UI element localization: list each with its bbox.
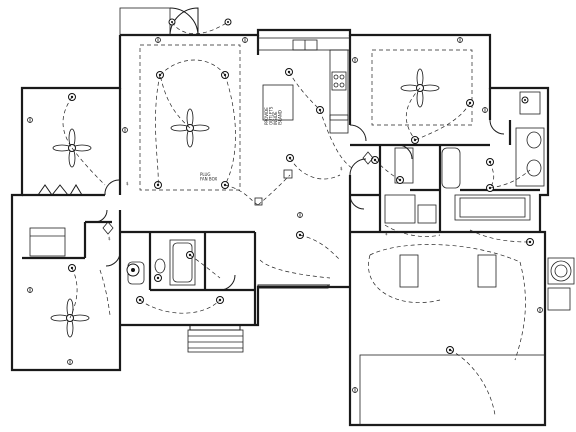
svg-text:$: $ xyxy=(108,236,111,241)
door-bed3 xyxy=(105,251,121,267)
switch-icon: $ xyxy=(126,181,129,186)
switch-icon: $ xyxy=(108,236,111,241)
light-fixtures xyxy=(68,18,534,354)
outlet-icon xyxy=(155,37,161,43)
door-master-bath xyxy=(489,119,505,135)
door-garage xyxy=(349,194,365,210)
master-sink-1 xyxy=(526,131,542,149)
bottom-middle-wall xyxy=(120,285,350,327)
left-closet xyxy=(29,227,66,257)
outlet-icon xyxy=(67,359,73,365)
svg-text:$: $ xyxy=(340,166,343,171)
master-sink-2 xyxy=(526,159,542,177)
light-fixture-icon xyxy=(526,238,534,246)
front-porch xyxy=(119,7,171,36)
garage-door xyxy=(359,354,546,426)
outlet-icon xyxy=(457,37,463,43)
hall-bathtub xyxy=(169,239,196,286)
master-shower xyxy=(394,147,414,184)
wiring-runs xyxy=(62,21,531,416)
outlet-icon xyxy=(297,212,303,218)
master-vanity xyxy=(454,194,531,221)
door-hall-bath xyxy=(219,274,236,291)
kitchen-island xyxy=(262,84,294,121)
outlet-icon xyxy=(482,107,488,113)
range xyxy=(331,71,347,91)
ceiling-fan-icon xyxy=(170,108,210,148)
door-wic xyxy=(397,144,413,160)
smoke-detector-icon xyxy=(102,221,114,235)
ceiling-fan-icon xyxy=(52,128,92,168)
outlet-icon xyxy=(27,287,33,293)
outlet-icon xyxy=(27,117,33,123)
master-toilet-area xyxy=(519,91,541,115)
outlets-and-switches: $ $ $ $ xyxy=(27,37,543,393)
light-fixture-icon xyxy=(154,274,162,282)
junction-box-icon xyxy=(283,169,293,179)
living-tray-ceiling xyxy=(139,44,241,191)
kitchen-island-note: PROVIDEOUTLETSINSIDEISLAND xyxy=(264,106,283,125)
kitchen-counter-right xyxy=(329,49,349,121)
outlet-icon xyxy=(242,37,248,43)
fixtures xyxy=(29,7,575,426)
fridge xyxy=(329,114,349,134)
door-master-2 xyxy=(349,158,367,176)
master-tray-ceiling xyxy=(371,49,473,126)
hall-toilet xyxy=(154,258,166,274)
smoke-detector-icon xyxy=(362,151,374,165)
switch-icon: $ xyxy=(340,166,343,171)
door-master xyxy=(349,124,367,142)
outlet-icon xyxy=(122,127,128,133)
dryer xyxy=(417,204,437,224)
garage-wall xyxy=(348,230,547,427)
outlet-icon xyxy=(537,307,543,313)
door-closet xyxy=(94,209,108,223)
interior-walls xyxy=(22,35,540,325)
light-fixture-icon xyxy=(126,263,140,277)
front-door xyxy=(169,7,199,36)
ac-unit xyxy=(547,257,575,285)
master-tub xyxy=(441,147,461,189)
light-fixture-icon xyxy=(521,96,529,104)
outlet-icon xyxy=(352,57,358,63)
doors xyxy=(37,7,505,331)
light-fixture-icon xyxy=(224,18,232,26)
svg-text:$: $ xyxy=(126,181,129,186)
exterior-walls xyxy=(10,28,550,427)
outlet-icon xyxy=(352,387,358,393)
left-wing-wall xyxy=(10,35,122,372)
switch-icon: $ xyxy=(385,231,388,236)
garage-door-opener-1 xyxy=(399,254,419,288)
washer xyxy=(384,194,416,224)
junction-box-icon xyxy=(254,197,263,206)
door-bed2 xyxy=(104,179,121,196)
svg-text:$: $ xyxy=(385,231,388,236)
rear-porch xyxy=(187,329,244,353)
light-fixture-icon xyxy=(396,176,404,184)
garage-door-opener-2 xyxy=(477,254,497,288)
top-wall xyxy=(120,28,550,232)
